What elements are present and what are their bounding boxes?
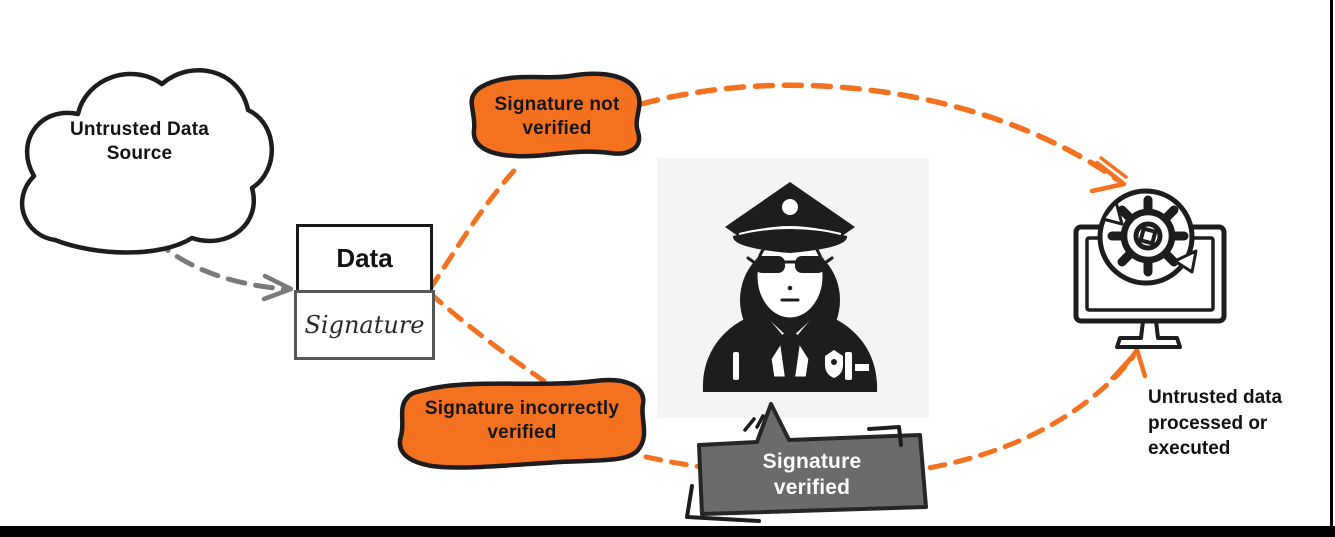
edge-source-to-data	[116, 194, 294, 302]
data-box-label: Data	[336, 243, 393, 273]
outcome-note: Untrusted data processed or executed	[1148, 387, 1283, 460]
slide-right-edge	[1330, 0, 1333, 537]
badge-not-verified-shape	[469, 71, 642, 159]
signature-incorrectly-verified-label: Signature incorrectly verified	[424, 398, 620, 443]
signature-box-label: Signature	[304, 311, 425, 339]
slide-bottom-edge	[0, 526, 1335, 537]
computer-processing-icon	[1073, 188, 1227, 349]
security-officer-icon	[702, 182, 878, 392]
signature-verified-label: Signature verified	[762, 450, 862, 500]
edge-data-to-not-verified	[427, 160, 524, 292]
badge-incorrectly-verified-shape	[397, 377, 647, 470]
signature-not-verified-label: Signature not verified	[494, 94, 620, 139]
edge-not-verified-to-computer	[638, 82, 1128, 194]
bubble-verified-shape	[685, 402, 928, 523]
untrusted-data-source-label: Untrusted Data Source	[70, 119, 209, 164]
data-box: Data	[296, 224, 433, 293]
signature-box: Signature	[294, 290, 435, 360]
edge-data-to-incorrectly-verified	[427, 290, 547, 384]
cloud-icon	[19, 68, 275, 255]
